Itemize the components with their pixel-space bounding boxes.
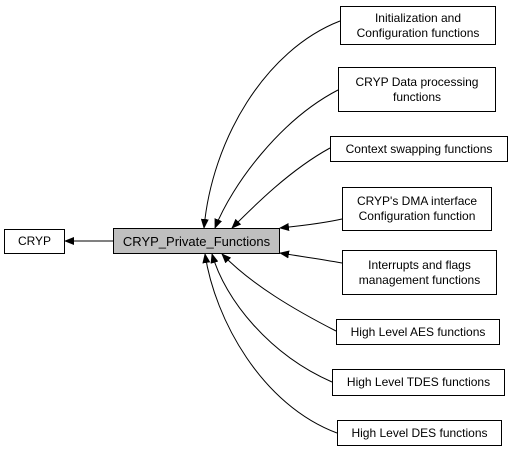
node-label: Context swapping functions [345, 141, 493, 156]
node-label: CRYP Data processing functions [355, 74, 479, 104]
edge-context-to-center [231, 147, 331, 229]
node-label: High Level DES functions [351, 425, 488, 440]
node-label: Initialization and Configuration functio… [356, 10, 480, 40]
node-label: CRYP [17, 234, 52, 248]
node-initialization-configuration[interactable]: Initialization and Configuration functio… [340, 6, 496, 45]
edge-aes-to-center [221, 253, 337, 332]
node-label: CRYP_Private_Functions [122, 233, 271, 249]
node-cryp-private-functions[interactable]: CRYP_Private_Functions [113, 228, 280, 254]
edge-irq-to-center [279, 250, 343, 264]
edge-des-to-center [202, 253, 338, 434]
edge-dataproc-to-center [214, 89, 339, 229]
node-data-processing[interactable]: CRYP Data processing functions [338, 67, 496, 112]
node-high-level-aes[interactable]: High Level AES functions [336, 319, 500, 345]
node-label: High Level AES functions [350, 324, 486, 339]
node-high-level-tdes[interactable]: High Level TDES functions [332, 369, 505, 396]
node-cryp[interactable]: CRYP [4, 229, 65, 254]
node-label: High Level TDES functions [346, 375, 491, 389]
edge-init-to-center [200, 20, 341, 229]
node-label: CRYP's DMA interface Configuration funct… [356, 194, 478, 223]
node-context-swapping[interactable]: Context swapping functions [330, 136, 508, 162]
node-dma-interface[interactable]: CRYP's DMA interface Configuration funct… [342, 187, 492, 231]
edge-dma-to-center [279, 218, 343, 231]
edge-tdes-to-center [210, 253, 333, 383]
node-interrupts-flags[interactable]: Interrupts and flags management function… [342, 250, 497, 295]
node-high-level-des[interactable]: High Level DES functions [337, 420, 502, 446]
node-label: Interrupts and flags management function… [358, 257, 481, 287]
